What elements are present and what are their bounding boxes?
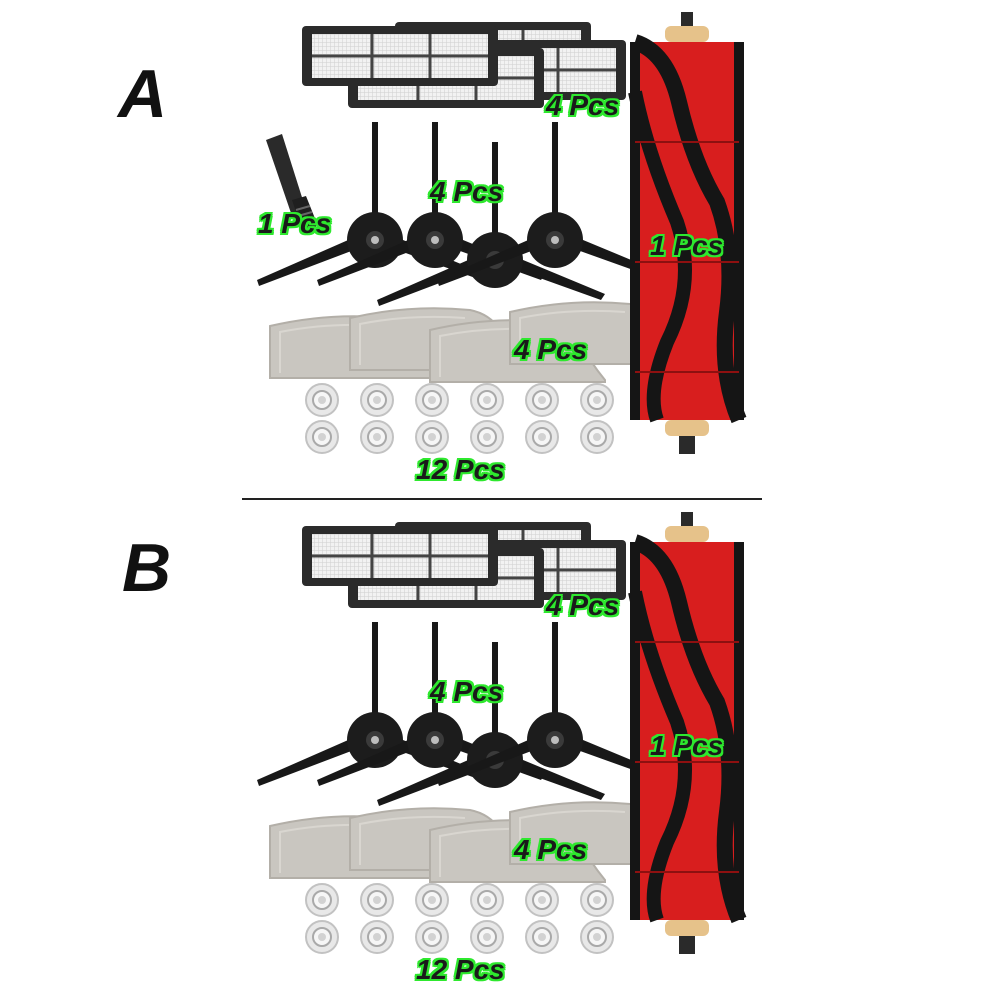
main-brush-quantity: 1 Pcs	[650, 230, 724, 261]
filters-quantity: 4 Pcs	[546, 590, 620, 621]
mop-cloths-quantity: 4 Pcs	[514, 834, 588, 865]
mop-cloths-image	[269, 801, 686, 883]
variant-label: A	[118, 56, 168, 132]
main-brush-quantity: 1 Pcs	[650, 730, 724, 761]
water-tank-filters-image	[305, 883, 614, 954]
side-brushes-image	[257, 622, 665, 806]
divider	[242, 498, 762, 500]
variant-label: B	[122, 530, 172, 606]
water-tank-filters-quantity: 12 Pcs	[416, 954, 505, 985]
kit-b-product-art	[257, 500, 1001, 1000]
side-brushes-quantity: 4 Pcs	[430, 676, 504, 707]
kit-a: A 4 Pcs 1 Pcs 4 Pcs 1 Pc	[0, 0, 1001, 500]
cleaning-tool-quantity: 1 Pcs	[258, 208, 332, 239]
kit-a-product-art	[257, 0, 1001, 500]
filters-quantity: 4 Pcs	[546, 90, 620, 121]
side-brushes-quantity: 4 Pcs	[430, 176, 504, 207]
mop-cloths-image	[269, 301, 686, 383]
kit-b: B 4 Pcs 4 Pcs 1 Pcs 4 Pcs 1	[0, 500, 1001, 1000]
mop-cloths-quantity: 4 Pcs	[514, 334, 588, 365]
water-tank-filters-quantity: 12 Pcs	[416, 454, 505, 485]
water-tank-filters-image	[305, 383, 614, 454]
